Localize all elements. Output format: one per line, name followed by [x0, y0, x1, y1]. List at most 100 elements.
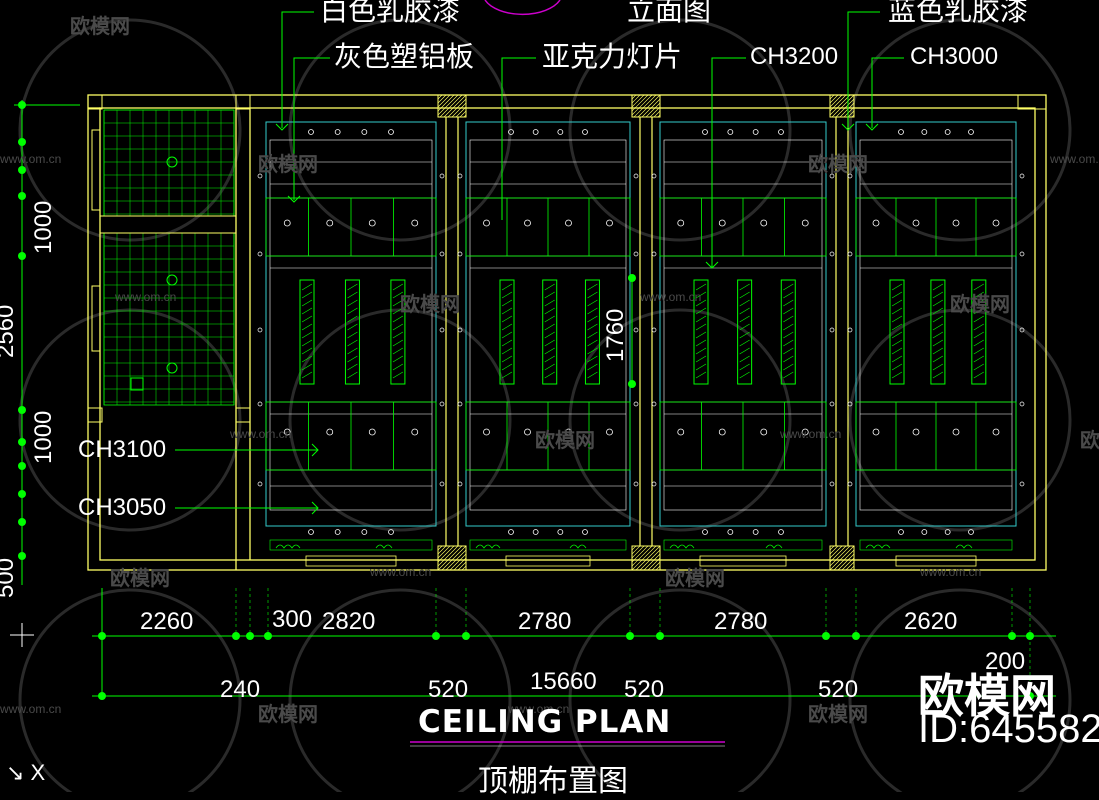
spotlight — [508, 529, 514, 535]
dim-tick — [18, 252, 26, 260]
downlight — [801, 219, 809, 227]
dim-2820: 2820 — [322, 608, 376, 635]
beams — [445, 117, 849, 546]
dim-tick — [18, 406, 26, 414]
downlight — [872, 219, 880, 227]
label-ch3050: CH3050 — [78, 494, 167, 521]
spotlight — [944, 529, 951, 535]
watermark: 欧模网 — [808, 152, 868, 176]
watermark-url: www.om.cn — [1050, 152, 1099, 166]
downlight — [872, 428, 880, 436]
downlight — [606, 219, 613, 227]
dim-15660: 15660 — [530, 668, 597, 695]
downlight — [992, 219, 1000, 227]
brand-id: ID:645582 — [918, 707, 1099, 751]
watermark-url: www.om.cn — [640, 290, 702, 304]
spotlight — [944, 129, 951, 135]
light-strip — [780, 279, 796, 385]
spotlight — [361, 129, 368, 135]
dim-520-b: 520 — [624, 676, 665, 703]
label-ch3200: CH3200 — [750, 43, 839, 70]
ceiling-bay — [651, 121, 835, 567]
dim-tick — [18, 438, 26, 446]
watermark: 欧模网 — [258, 702, 318, 726]
light-strip — [542, 279, 558, 385]
outer-walls — [87, 94, 1047, 571]
downlight — [326, 219, 334, 227]
spotlight — [752, 129, 759, 135]
spotlight — [968, 129, 974, 135]
downlight — [718, 428, 726, 436]
watermark: 欧模网 — [400, 292, 460, 316]
light-strip — [930, 279, 946, 385]
dim-tick — [18, 490, 26, 498]
leaders — [175, 11, 904, 509]
downlight — [565, 219, 572, 227]
downlight — [524, 219, 531, 227]
light-strip — [499, 279, 515, 385]
spotlight — [532, 129, 539, 135]
downlight — [677, 219, 685, 227]
downlight — [801, 428, 809, 436]
downlight — [912, 428, 920, 436]
spotlight — [921, 129, 928, 135]
downlight — [524, 428, 531, 436]
restroom-fixtures — [130, 156, 178, 391]
label-acrylic-light: 亚克力灯片 — [542, 40, 683, 73]
spotlight — [582, 529, 588, 535]
light-strip — [344, 279, 360, 385]
watermark: 欧模网 — [258, 152, 318, 176]
spotlight — [898, 529, 904, 535]
light-strip — [584, 279, 600, 385]
spotlight — [752, 529, 759, 535]
spotlight — [778, 129, 784, 135]
title-english: CEILING PLAN — [418, 704, 672, 740]
watermark: 欧模网 — [665, 566, 725, 590]
spotlight — [334, 129, 341, 135]
dim-tick — [18, 192, 26, 200]
watermark-url: www.om.cn — [0, 152, 62, 166]
watermark: 欧模网 — [535, 428, 595, 452]
origin-marker — [10, 623, 34, 647]
spotlight — [508, 129, 514, 135]
watermark-url: www.om.cn — [508, 702, 570, 716]
ceiling-bay — [257, 121, 445, 567]
dim-2780-b: 2780 — [714, 608, 768, 635]
spotlight — [334, 529, 341, 535]
spotlight — [388, 529, 394, 535]
downlight — [760, 219, 768, 227]
ceiling-bays — [257, 121, 1025, 567]
spotlight — [702, 129, 708, 135]
spotlight — [582, 129, 588, 135]
spotlight — [388, 129, 394, 135]
downlight — [677, 428, 685, 436]
dim-tick — [18, 101, 26, 109]
downlight — [912, 219, 920, 227]
downlight — [565, 428, 572, 436]
watermark-url: www.om.cn — [370, 565, 432, 579]
dim-tick — [98, 692, 106, 700]
dim-2780-a: 2780 — [518, 608, 572, 635]
brand-logo: 欧模网 — [918, 669, 1056, 723]
downlight — [718, 219, 726, 227]
light-strip — [299, 279, 315, 385]
downlight — [283, 428, 291, 436]
downlight — [411, 219, 419, 227]
downlight — [368, 219, 376, 227]
light-strip — [889, 279, 905, 385]
spotlight — [778, 529, 784, 535]
watermark-url: www.om.cn — [0, 702, 62, 716]
label-ch3000: CH3000 — [910, 43, 999, 70]
watermark-url: www.om.cn — [780, 427, 842, 441]
label-elevation: 立面图 — [627, 0, 712, 27]
spotlight — [968, 529, 974, 535]
spotlight — [361, 529, 368, 535]
downlight — [283, 219, 291, 227]
downlight — [992, 428, 1000, 436]
spotlight — [308, 129, 314, 135]
axis-marker: ↘ X — [6, 760, 46, 785]
dim-1000-a: 1000 — [30, 200, 57, 254]
downlight — [483, 219, 490, 227]
dim-200: 200 — [985, 648, 1026, 675]
